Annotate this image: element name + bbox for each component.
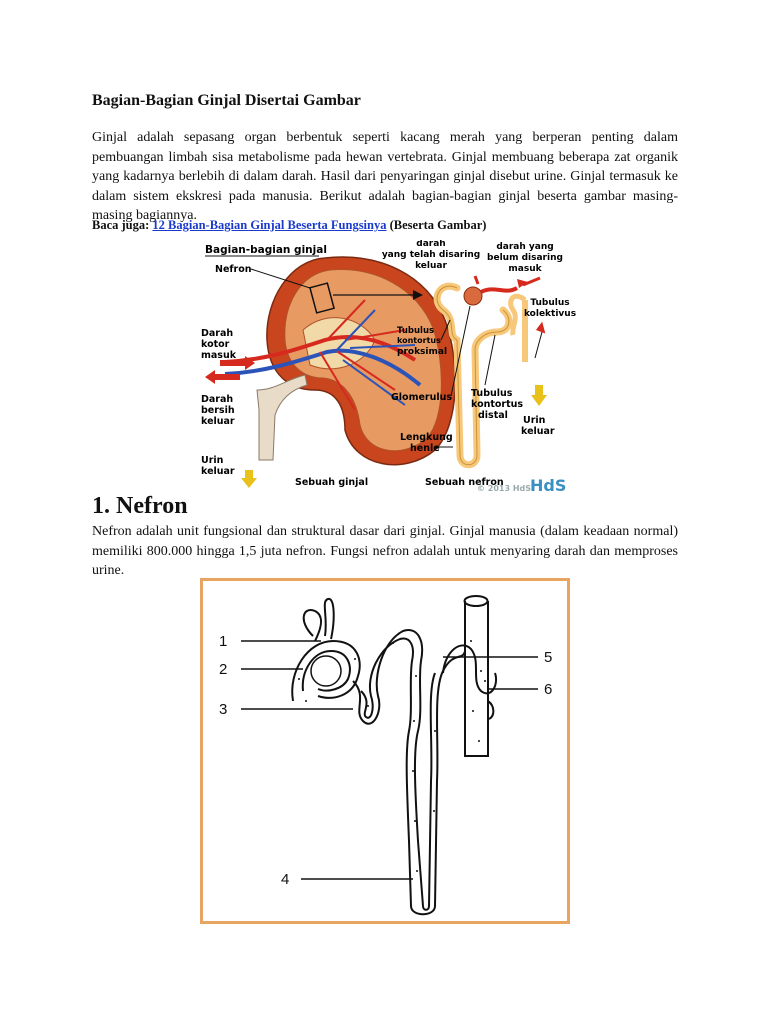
read-also-link[interactable]: 12 Bagian-Bagian Ginjal Beserta Fungsiny… bbox=[152, 218, 386, 232]
label-darah-belum-2: belum disaring bbox=[487, 253, 563, 263]
loop-of-henle-inner bbox=[423, 673, 435, 910]
label-tubulus-proksimal-1: Tubulus bbox=[397, 326, 434, 336]
label-6: 6 bbox=[544, 681, 552, 698]
label-darah-bersih-2: bersih bbox=[201, 405, 235, 416]
label-3: 3 bbox=[219, 701, 227, 718]
read-also-line: Baca juga: 12 Bagian-Bagian Ginjal Beser… bbox=[92, 218, 486, 233]
label-tubulus-distal-1: Tubulus bbox=[471, 388, 513, 399]
label-lengkung-henle-1: Lengkung bbox=[400, 432, 453, 443]
proximal-tubule-outer bbox=[353, 630, 423, 906]
label-sebuah-ginjal: Sebuah ginjal bbox=[295, 477, 368, 488]
distal-pointer bbox=[485, 335, 495, 385]
loop-of-henle bbox=[411, 651, 465, 914]
label-lengkung-henle-2: henle bbox=[410, 443, 440, 454]
arrow-darah-disaring bbox=[475, 276, 478, 284]
label-darah-belum-1: darah yang bbox=[496, 242, 553, 252]
label-glomerulus: Glomerulus bbox=[391, 392, 452, 403]
label-tubulus-proksimal-3: proksimal bbox=[397, 347, 447, 357]
bowman-inner bbox=[303, 651, 350, 691]
kolektivus-pointer bbox=[535, 332, 542, 358]
label-tubulus-distal-3: distal bbox=[478, 410, 508, 421]
kidney-diagram-title: Bagian-bagian ginjal bbox=[205, 244, 327, 256]
nephron-diagram: 1 2 3 4 5 6 bbox=[200, 578, 570, 924]
label-tubulus-kolektivus-1: Tubulus bbox=[530, 298, 569, 308]
arrow-kolektivus bbox=[536, 321, 549, 334]
label-urin-keluar-left-2: keluar bbox=[201, 466, 235, 477]
label-1: 1 bbox=[219, 633, 227, 650]
arrow-urin-left bbox=[241, 470, 257, 488]
afferent-vessel bbox=[481, 288, 517, 292]
afferent-arteriole bbox=[304, 610, 321, 641]
read-also-prefix: Baca juga: bbox=[92, 218, 152, 232]
glomerulus bbox=[311, 656, 341, 686]
tubule-dots bbox=[298, 640, 486, 872]
proximal-tubule-inner bbox=[361, 639, 413, 906]
page-title: Bagian-Bagian Ginjal Disertai Gambar bbox=[92, 92, 361, 110]
label-darah-kotor-3: masuk bbox=[201, 350, 237, 361]
intro-paragraph: Ginjal adalah sepasang organ berbentuk s… bbox=[92, 128, 678, 226]
label-darah-disaring-3: keluar bbox=[415, 261, 447, 271]
label-4: 4 bbox=[281, 871, 289, 888]
hds-logo: HdS bbox=[530, 476, 566, 495]
efferent-arteriole bbox=[325, 599, 334, 639]
label-5: 5 bbox=[544, 649, 552, 666]
kidney-diagram-svg: Bagian-bagian ginjal Nefron Darah kotor … bbox=[195, 240, 580, 495]
collecting-duct-top bbox=[465, 596, 488, 606]
nefron-paragraph: Nefron adalah unit fungsional dan strukt… bbox=[92, 522, 678, 581]
label-darah-bersih-3: keluar bbox=[201, 416, 235, 427]
label-tubulus-kolektivus-2: kolektivus bbox=[524, 309, 576, 319]
nephron-diagram-svg: 1 2 3 4 5 6 bbox=[203, 581, 567, 921]
label-tubulus-proksimal-2: kontortus bbox=[397, 336, 441, 345]
label-darah-disaring-1: darah bbox=[416, 240, 445, 249]
glomerulus-small bbox=[464, 287, 482, 305]
label-2: 2 bbox=[219, 661, 227, 678]
label-darah-belum-3: masuk bbox=[508, 264, 542, 274]
label-darah-kotor-2: kotor bbox=[201, 339, 230, 350]
ureter bbox=[257, 375, 307, 460]
label-darah-bersih-1: Darah bbox=[201, 394, 233, 405]
label-nefron: Nefron bbox=[215, 264, 252, 275]
kidney-diagram: Bagian-bagian ginjal Nefron Darah kotor … bbox=[195, 240, 580, 495]
read-also-suffix: (Beserta Gambar) bbox=[386, 218, 486, 232]
label-urin-keluar-right-1: Urin bbox=[523, 415, 546, 426]
section-heading-nefron: 1. Nefron bbox=[92, 493, 188, 520]
label-tubulus-distal-2: kontortus bbox=[471, 399, 523, 410]
label-urin-keluar-right-2: keluar bbox=[521, 426, 555, 437]
label-darah-kotor-1: Darah bbox=[201, 328, 233, 339]
label-darah-disaring-2: yang telah disaring bbox=[382, 250, 480, 260]
watermark-text: © 2013 HdS bbox=[477, 484, 531, 493]
label-urin-keluar-left-1: Urin bbox=[201, 455, 224, 466]
arrow-urin-right bbox=[531, 385, 547, 406]
